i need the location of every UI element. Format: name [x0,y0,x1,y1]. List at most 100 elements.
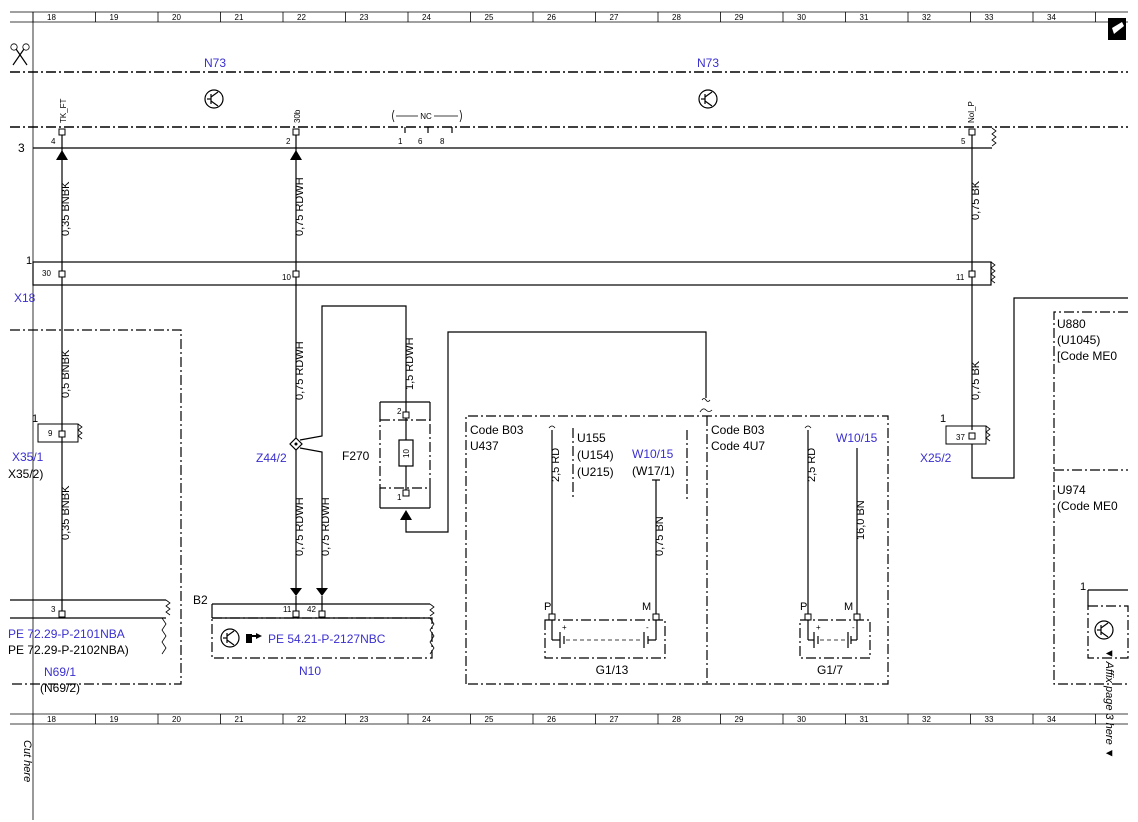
transistor-icon [698,89,718,109]
wire-label-2: 0,75 RDWH [294,177,306,236]
top-column-31: 31 [860,13,869,22]
u437-label: U437 [470,439,499,453]
pin-m-a: M [642,601,651,613]
bottom-column-24: 24 [422,715,431,724]
bottom-column-22: 22 [297,715,306,724]
pin-1: 1 [398,137,403,146]
top-column-18: 18 [47,13,56,22]
n10-reference-link[interactable]: PE 54.21-P-2127NBC [268,632,386,646]
u974-label: U974 [1057,483,1086,497]
bottom-column-27: 27 [610,715,619,724]
code-b03-a: Code B03 [470,423,524,437]
bottom-column-30: 30 [797,715,806,724]
wire-label-6: 1,5 RDWH [404,337,416,390]
g1-7-label: G1/7 [817,663,843,677]
bottom-column-29: 29 [735,715,744,724]
code-me-b: (Code ME0 [1057,499,1118,513]
u880-module-border [1053,311,1128,685]
n10-module-border [211,617,433,659]
w10-label-a: W10/15 [632,447,674,461]
wire-label-7: 0,75 BK [970,360,982,400]
n69-ref-2: PE 72.29-P-2102NBA) [8,643,129,657]
bottom-column-23: 23 [360,715,369,724]
plus-b: + [816,623,821,632]
pin-37: 37 [956,433,965,442]
u215-label: (U215) [577,465,614,479]
top-column-20: 20 [172,13,181,22]
battery-icon [807,620,858,648]
transistor-icon [1094,620,1114,640]
n69-label: N69/1 [44,665,76,679]
row-3-label: 3 [18,141,25,155]
wire-label-9: 0,75 RDWH [294,497,306,556]
n10-label: N10 [299,664,321,678]
wire-label-11: 2,5 RD [550,448,562,482]
pin-3: 3 [51,605,56,614]
top-column-19: 19 [110,13,119,22]
x18-label: X18 [14,291,36,305]
pin-p-a: P [544,601,551,613]
bottom-column-19: 19 [110,715,119,724]
wire-label-13: 2,5 RD [806,448,818,482]
fuse-rating: 10 [402,449,411,458]
f270-label: F270 [342,449,370,463]
row-1-label: 1 [26,255,32,267]
w17-label: (W17/1) [632,464,675,478]
top-column-26: 26 [547,13,556,22]
bottom-column-28: 28 [672,715,681,724]
pin-30: 30 [42,269,51,278]
wire-label-14: 16,0 BN [855,500,867,540]
pin-11: 11 [956,273,965,282]
g1-13-label: G1/13 [596,663,629,677]
wire-label-10: 0,75 RDWH [320,497,332,556]
pin-p-b: P [800,601,807,613]
pin-m-b: M [844,601,853,613]
pin-11-n10: 11 [283,605,292,614]
u155-label: U155 [577,431,606,445]
pin-1-x25: 1 [940,413,946,425]
top-column-27: 27 [610,13,619,22]
connector-marker [290,588,302,596]
top-column-30: 30 [797,13,806,22]
pin-8: 8 [440,137,445,146]
minus-a: - [646,623,649,632]
w10-label-b: W10/15 [836,431,878,445]
x25-label: X25/2 [920,451,952,465]
wire-label-3: 0,75 BK [970,180,982,220]
battery-icon [551,620,657,648]
transistor-icon [204,89,224,109]
nc-pins [404,127,453,133]
u1045-label: (U1045) [1057,333,1100,347]
bottom-column-32: 32 [922,715,931,724]
x35-label: X35/1 [12,450,44,464]
wire-label-4: 0,5 BNBK [60,349,72,398]
pin-name-nol-p: Nol_P [967,101,976,123]
top-column-29: 29 [735,13,744,22]
g1-7-battery [799,619,871,659]
pin-name-30b: 30b [293,109,302,123]
n69-ref-1: PE 72.29-P-2101NBA [8,627,125,641]
top-column-21: 21 [235,13,244,22]
g1-13-battery [544,619,666,659]
x35-alt-label: X35/2) [8,467,43,481]
pin-10: 10 [282,273,291,282]
top-column-23: 23 [360,13,369,22]
n69-alt-label: (N69/2) [40,681,80,695]
code-b03-b: Code B03 [711,423,765,437]
u154-label: (U154) [577,448,614,462]
bottom-column-25: 25 [485,715,494,724]
wire-label-12: 0,75 BN [654,516,666,556]
pin-5: 5 [961,137,966,146]
cut-here-label: Cut here [21,740,33,782]
connector-marker [316,588,328,596]
pin-2: 2 [286,137,291,146]
pin-1-x35: 1 [32,413,38,425]
n73-right-label: N73 [697,56,719,70]
code-4u7-label: Code 4U7 [711,439,765,453]
code-b03-group-border [465,415,889,685]
bottom-column-31: 31 [860,715,869,724]
code-me-a: [Code ME0 [1057,349,1117,363]
